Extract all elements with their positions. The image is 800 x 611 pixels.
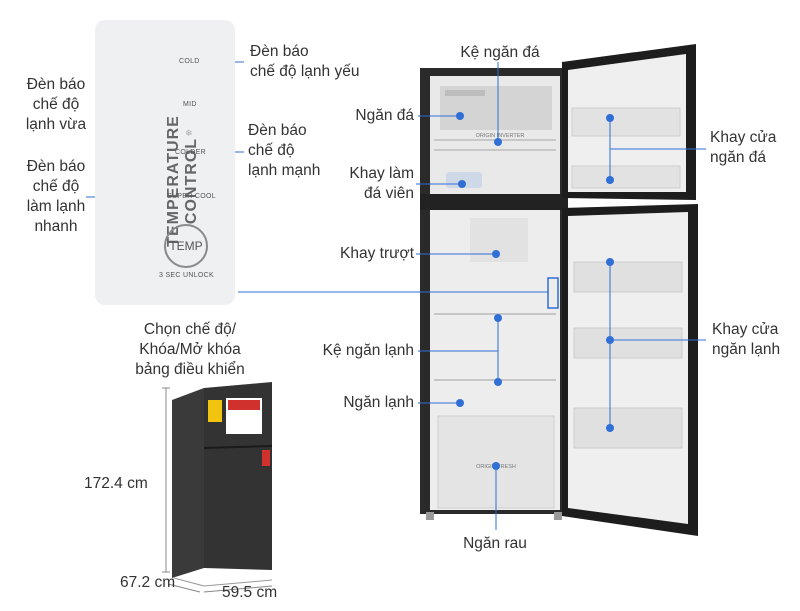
energy-label <box>208 400 222 422</box>
label-crisper: Ngăn rau <box>463 535 527 552</box>
dimension-depth: 67.2 cm <box>120 574 176 591</box>
fridge-door-inner <box>568 212 688 524</box>
dot-fridge-shelf-1 <box>494 314 502 322</box>
freezer-door-bin-1 <box>571 107 681 137</box>
supercool-indicator: SUPER COOL <box>167 193 216 200</box>
snowflake-icon: ❄ <box>185 128 193 138</box>
dot-fridge-shelf-2 <box>494 378 502 386</box>
fridge-door <box>562 204 698 536</box>
dot-freezer-door-1 <box>606 114 614 122</box>
door-handle-sticker <box>262 450 270 466</box>
freezer-divider <box>420 194 568 210</box>
callout-dots <box>456 112 614 470</box>
fridge-foot-right <box>554 512 562 520</box>
small-fridge-split <box>203 445 273 449</box>
fridge-closed-illustration <box>172 382 273 587</box>
dot-fridge-door-3 <box>606 424 614 432</box>
width-dimension-line <box>203 585 273 593</box>
freezer-door <box>562 44 696 200</box>
dot-fridge-door-2 <box>606 336 614 344</box>
dot-freezer <box>456 112 464 120</box>
depth-dimension-line <box>167 583 201 593</box>
label-fridge-shelf: Kệ ngăn lạnh <box>322 342 414 359</box>
panel-location-box <box>547 277 559 309</box>
inverter-text: ORIGIN INVERTER <box>476 133 525 139</box>
ice-vent <box>445 90 485 96</box>
dot-ice-shelf <box>494 138 502 146</box>
dot-crisper <box>492 462 500 470</box>
temp-button[interactable]: TEMP <box>164 224 208 268</box>
label-sliding-tray: Khay trượt <box>340 245 414 262</box>
fridge-door-bin-1 <box>573 261 683 293</box>
colder-indicator: COLDER <box>175 149 206 156</box>
small-fridge-base-width <box>203 579 273 587</box>
fridge-door-bin-2 <box>573 327 683 359</box>
label-ice-shelf: Kệ ngăn đá <box>460 44 540 61</box>
freezer-door-bin-2 <box>571 165 681 189</box>
dimension-height: 172.4 cm <box>84 475 148 492</box>
unlock-text: 3 SEC UNLOCK <box>159 272 214 279</box>
dot-fridge <box>456 399 464 407</box>
fridge-door-bin-3 <box>573 407 683 449</box>
dot-freezer-door-2 <box>606 176 614 184</box>
label-freezer: Ngăn đá <box>355 107 414 124</box>
cold-indicator: COLD <box>179 58 200 65</box>
dimension-lines <box>162 387 273 593</box>
control-panel: TEMPERATURE CONTROL COLD MID ❄ COLDER SU… <box>95 20 235 305</box>
small-fridge-side <box>172 388 204 578</box>
fridge-foot-left <box>426 512 434 520</box>
small-fridge-base-depth <box>173 577 205 587</box>
mid-indicator: MID <box>183 101 197 108</box>
dimension-width: 59.5 cm <box>222 584 278 601</box>
sticker-banner <box>228 400 260 410</box>
dot-fridge-door-1 <box>606 258 614 266</box>
label-fridge: Ngăn lạnh <box>343 394 414 411</box>
dot-sliding-tray <box>492 250 500 258</box>
dot-ice-tray <box>458 180 466 188</box>
